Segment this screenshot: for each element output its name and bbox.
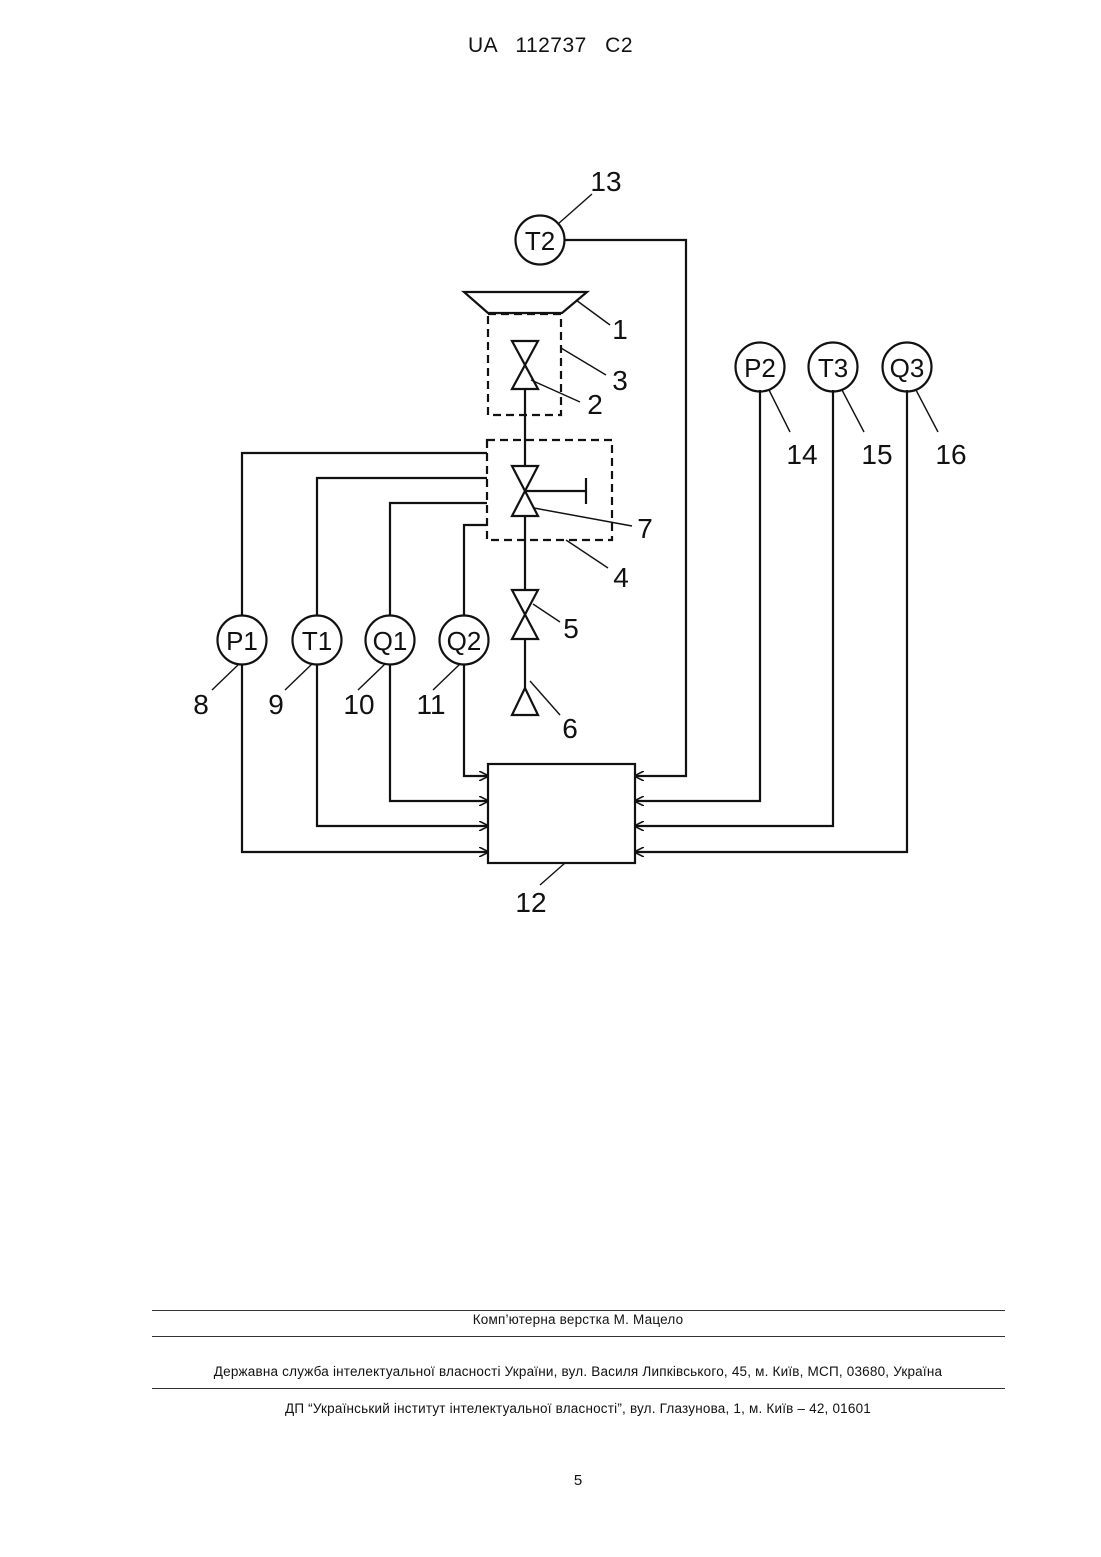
ref-3: 3 xyxy=(612,365,628,396)
sensor-q2-label: Q2 xyxy=(447,626,482,656)
ref-11: 11 xyxy=(416,689,445,720)
footer-institute: ДП “Український інститут інтелектуальної… xyxy=(0,1401,1101,1416)
page-number: 5 xyxy=(0,1472,1101,1489)
footer-rule-middle xyxy=(152,1336,1005,1337)
sensor-q3-label: Q3 xyxy=(890,353,925,383)
nozzle-6 xyxy=(512,688,538,715)
control-unit-12 xyxy=(488,764,635,863)
ref-15: 15 xyxy=(861,439,892,470)
ref-12: 12 xyxy=(515,887,546,918)
footer-agency: Державна служба інтелектуальної власност… xyxy=(0,1364,1101,1379)
ref-1: 1 xyxy=(612,314,628,345)
ref-8: 8 xyxy=(193,689,209,720)
ref-5: 5 xyxy=(563,613,579,644)
schematic-diagram: T2 P1 T1 Q1 Q2 P2 T3 Q3 13 1 3 2 14 15 1… xyxy=(0,0,1101,1000)
ref-6: 6 xyxy=(562,713,578,744)
sensor-p2-label: P2 xyxy=(744,353,776,383)
ref-9: 9 xyxy=(268,689,284,720)
ref-4: 4 xyxy=(613,562,629,593)
ref-14: 14 xyxy=(786,439,817,470)
ref-7: 7 xyxy=(637,513,653,544)
ref-13: 13 xyxy=(590,166,621,197)
footer-layout-credit: Комп’ютерна верстка М. Мацело xyxy=(0,1312,1101,1327)
sensor-t2-label: T2 xyxy=(525,226,555,256)
sensor-p1-label: P1 xyxy=(226,626,258,656)
sensor-t3-label: T3 xyxy=(818,353,848,383)
sensor-t1-label: T1 xyxy=(302,626,332,656)
ref-10: 10 xyxy=(343,689,374,720)
ref-16: 16 xyxy=(935,439,966,470)
valve-5 xyxy=(512,590,538,639)
footer-rule-top xyxy=(152,1310,1005,1311)
sensor-q1-label: Q1 xyxy=(373,626,408,656)
footer-rule-bottom xyxy=(152,1388,1005,1389)
ref-2: 2 xyxy=(587,389,603,420)
hopper-1 xyxy=(464,292,587,313)
